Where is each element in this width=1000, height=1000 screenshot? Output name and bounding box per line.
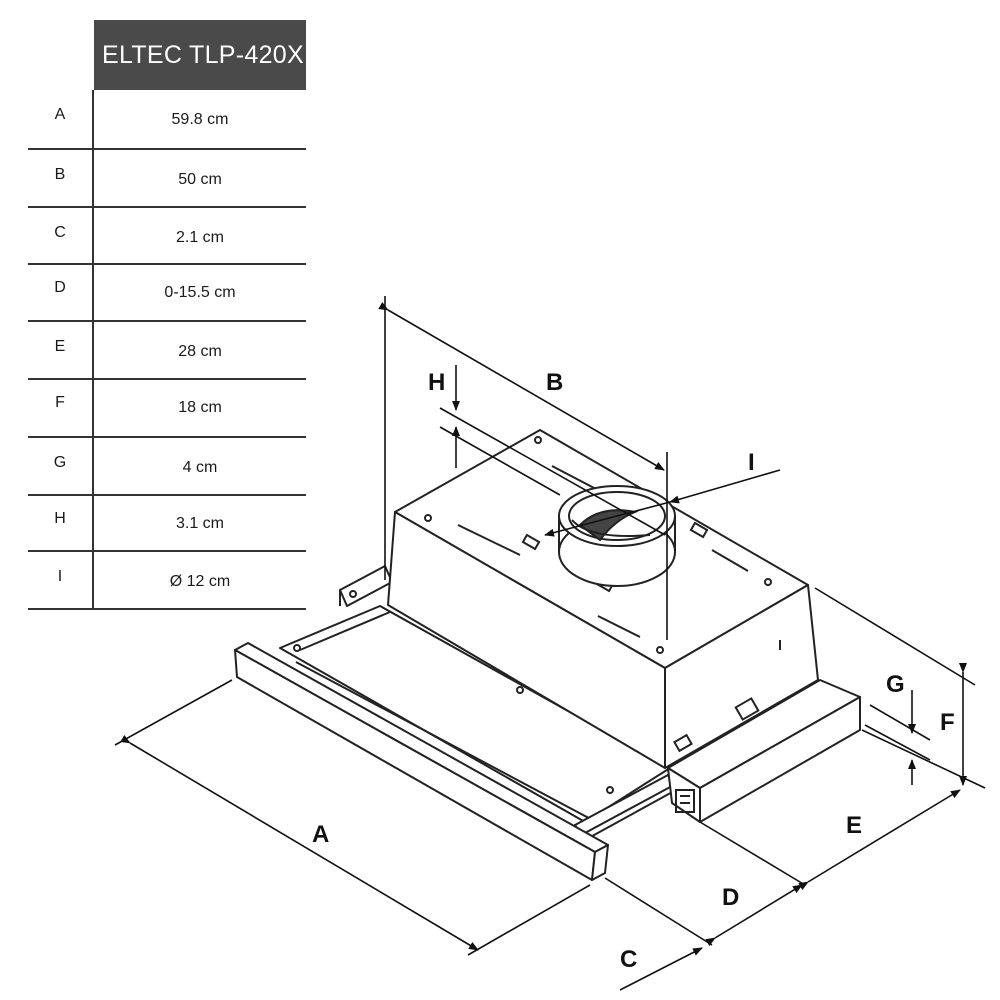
row-separator	[28, 320, 306, 322]
row-separator	[28, 378, 306, 380]
row-key: G	[53, 454, 67, 471]
row-value: 18 cm	[178, 399, 222, 416]
row-value: 59.8 cm	[171, 111, 229, 128]
row-separator	[28, 608, 306, 610]
table-row: C 2.1 cm	[28, 208, 306, 266]
label-f: F	[940, 709, 955, 736]
table-row: D 0-15.5 cm	[28, 263, 306, 321]
label-c: C	[620, 946, 637, 973]
table-row: A 59.8 cm	[28, 90, 306, 148]
row-key: F	[55, 394, 65, 411]
label-d: D	[722, 884, 739, 911]
label-i: I	[748, 449, 755, 476]
label-b: B	[546, 369, 563, 396]
row-key: D	[54, 279, 66, 296]
table-row: F 18 cm	[28, 378, 306, 436]
dimension-labels: A B C D E F G H I	[312, 369, 955, 973]
front-trim-end	[591, 844, 609, 881]
label-e: E	[846, 812, 862, 839]
table-row: G 4 cm	[28, 438, 306, 496]
row-key: I	[57, 568, 63, 585]
dimension-lines	[114, 296, 986, 991]
row-value: 4 cm	[182, 459, 218, 476]
row-value: 3.1 cm	[175, 515, 224, 532]
table-divider	[92, 90, 94, 610]
table-title: ELTEC TLP-420X	[94, 20, 306, 90]
row-key: B	[54, 166, 66, 183]
chassis-side	[699, 696, 861, 823]
row-key: H	[54, 510, 66, 527]
row-key: C	[54, 224, 66, 241]
row-separator	[28, 148, 306, 150]
row-separator	[28, 550, 306, 552]
row-value: 28 cm	[178, 343, 222, 360]
row-separator	[28, 263, 306, 265]
row-value: Ø 12 cm	[169, 573, 231, 590]
table-row: B 50 cm	[28, 150, 306, 208]
label-a: A	[312, 821, 329, 848]
row-separator	[28, 494, 306, 496]
label-h: H	[428, 369, 445, 396]
label-g: G	[886, 671, 905, 698]
housing-right	[664, 584, 819, 769]
row-value: 0-15.5 cm	[164, 284, 236, 301]
table-row: I Ø 12 cm	[28, 552, 306, 610]
row-value: 50 cm	[178, 171, 222, 188]
row-separator	[28, 436, 306, 438]
row-value: 2.1 cm	[175, 229, 224, 246]
hood-body	[234, 429, 861, 881]
exhaust-collar	[558, 485, 676, 587]
row-key: A	[54, 106, 66, 123]
row-key: E	[54, 338, 66, 355]
row-separator	[28, 206, 306, 208]
table-row: E 28 cm	[28, 322, 306, 380]
table-row: H 3.1 cm	[28, 494, 306, 552]
